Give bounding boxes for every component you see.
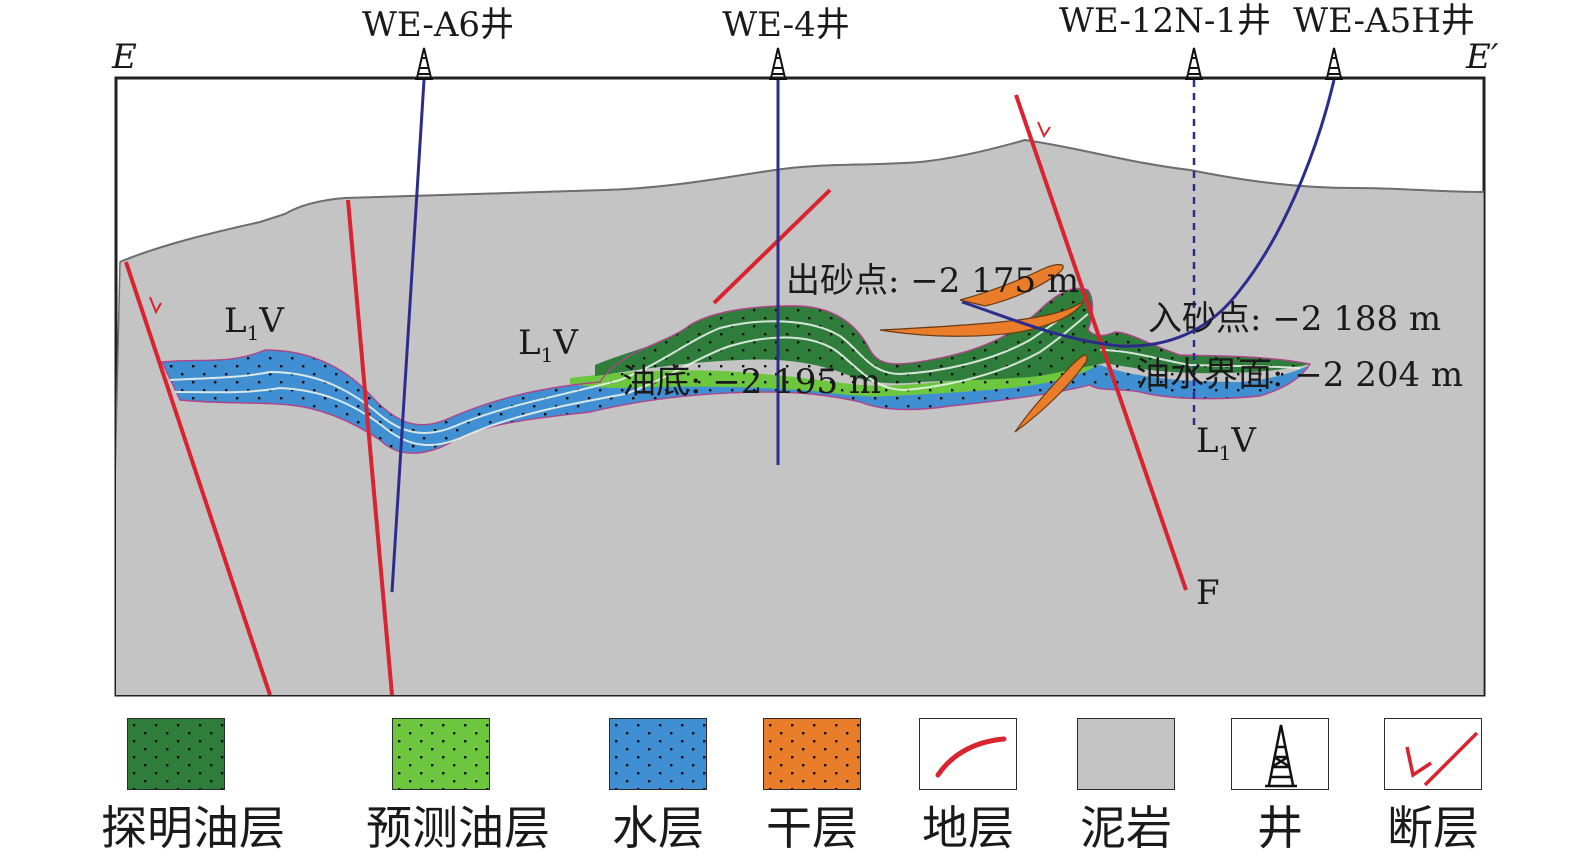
owc-label: 油水界面: −2 204 m [1136, 355, 1463, 395]
formation-label: L1V [1196, 421, 1257, 465]
dry-lens-3 [1014, 354, 1088, 433]
well-name-we-a5h: WE-A5H井 [1293, 1, 1475, 41]
svg-text:L1V: L1V [224, 301, 285, 345]
derrick-icon [415, 47, 433, 80]
formation-label: L1V [224, 301, 285, 345]
fault-west [124, 261, 272, 695]
sand-in-label: 入砂点: −2 188 m [1148, 299, 1441, 339]
derrick-icon [1325, 47, 1343, 80]
legend-item-mudstone: 泥岩 [1051, 718, 1201, 854]
well-track-we-a5h [961, 79, 1336, 348]
legend-label: 探明油层 [101, 801, 285, 855]
profile-end-left: E [111, 37, 137, 77]
well-track-we-a6 [390, 79, 426, 593]
legend-label: 干层 [766, 801, 858, 855]
legend-item-proven-oil: 探明油层 [101, 718, 285, 855]
legend-label: 断层 [1387, 801, 1479, 855]
dry-lens-1 [959, 263, 1064, 307]
well-name-we-4: WE-4井 [722, 5, 850, 45]
fault-icon [1384, 718, 1482, 790]
oil-bottom-label: 油底: −2 195 m [622, 362, 881, 402]
fault-center [346, 199, 394, 695]
legend: 探明油层 预测油层 水层 干层 地层 泥岩 井 [0, 718, 1575, 866]
legend-item-well: 井 [1205, 718, 1355, 854]
mudstone-swatch [1077, 718, 1175, 790]
fault-sense-west [149, 296, 162, 315]
water-swatch [609, 718, 707, 790]
formation-label: L1V [518, 323, 579, 367]
dry-swatch [763, 718, 861, 790]
legend-item-stratum: 地层 [893, 718, 1043, 854]
legend-item-fault: 断层 [1358, 718, 1508, 854]
legend-item-predicted-oil: 预测油层 [366, 718, 550, 855]
proven-oil-swatch [127, 718, 225, 790]
well-name-we-a6: WE-A6井 [362, 5, 514, 45]
fault-sense-main [1037, 121, 1051, 139]
svg-text:L1V: L1V [518, 323, 579, 367]
legend-label: 预测油层 [366, 801, 550, 855]
fault-minor [712, 188, 832, 305]
predicted-oil-swatch [392, 718, 490, 790]
stratum-line-icon [919, 718, 1017, 790]
legend-label: 地层 [922, 801, 1014, 855]
svg-text:L1V: L1V [1196, 421, 1257, 465]
derrick-icon [769, 47, 787, 80]
legend-label: 井 [1257, 801, 1303, 855]
well-name-we-12n-1: WE-12N-1井 [1059, 1, 1271, 41]
legend-label: 水层 [612, 801, 704, 855]
derrick-icon [1185, 47, 1203, 80]
legend-label: 泥岩 [1080, 801, 1172, 855]
legend-item-water: 水层 [583, 718, 733, 854]
surface-line [119, 138, 1484, 263]
derrick-icon [1231, 718, 1329, 790]
bedding-lines [169, 299, 1301, 446]
legend-item-dry: 干层 [737, 718, 887, 854]
profile-end-right: E′ [1465, 37, 1499, 77]
fault-f-label: F [1196, 573, 1220, 613]
sand-out-label: 出砂点: −2 175 m [786, 261, 1079, 301]
